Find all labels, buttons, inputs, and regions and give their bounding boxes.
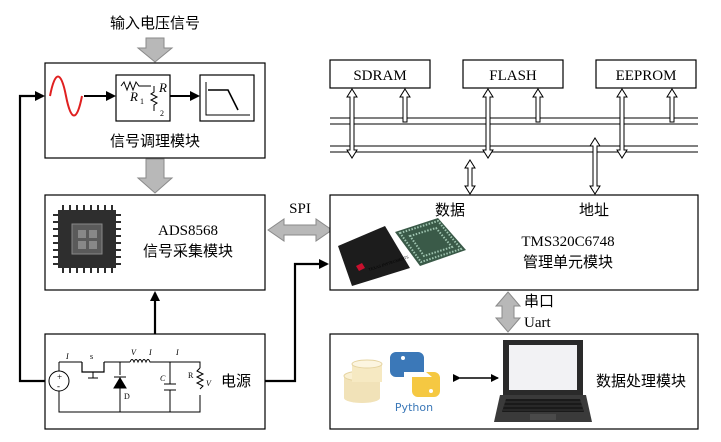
system-bus — [330, 117, 698, 153]
flash-data-connector — [482, 88, 494, 159]
dsp-data-bus-connector — [464, 159, 476, 195]
flash-label: FLASH — [489, 68, 537, 84]
lowpass-filter-box — [199, 74, 255, 122]
source-minus-mark: - — [57, 381, 60, 391]
power-to-dsp-arrow — [265, 259, 329, 383]
lowpass-curve-icon — [208, 89, 239, 111]
voltage-divider-box — [115, 74, 171, 122]
eeprom-block — [595, 59, 697, 89]
filter-axes-icon — [205, 82, 250, 116]
mark-i-in: I — [65, 352, 69, 361]
power-label: 电源 — [221, 373, 251, 390]
input-voltage-label: 输入电压信号 — [110, 15, 200, 32]
mark-i-o: I — [175, 348, 179, 357]
address-bus-label: 地址 — [579, 202, 609, 219]
r1-subscript: 1 — [140, 97, 144, 106]
source-plus-mark: + — [57, 372, 62, 382]
r2-subscript: 2 — [160, 109, 164, 118]
voltage-source-icon — [48, 370, 70, 392]
mark-diode: D — [124, 392, 130, 401]
mark-capacitor: C — [160, 374, 166, 383]
eeprom-addr-connector — [666, 88, 678, 123]
uart-double-arrow — [494, 291, 522, 333]
power-to-signal-arrow — [18, 91, 45, 383]
r2-label: R — [158, 80, 167, 95]
r1-label: R — [129, 89, 138, 104]
database-icon — [343, 359, 383, 403]
dsp-chip-name: TMS320C6748 — [521, 234, 614, 250]
eeprom-data-connector — [616, 88, 628, 159]
sdram-data-connector — [346, 88, 358, 159]
resistor-r1-icon — [120, 80, 151, 92]
flash-block — [462, 59, 564, 89]
mark-resistor: R — [188, 371, 194, 380]
uart-label-cn: 串口 — [524, 293, 554, 310]
dsp-chip-top-icon: TEXAS INSTRUMENTS — [338, 226, 410, 286]
signal-to-adc-gray-arrow — [136, 158, 174, 194]
mark-v-l: V — [131, 348, 137, 357]
mark-v-o: V — [206, 379, 212, 388]
sdram-label: SDRAM — [353, 68, 406, 84]
resistor-r2-icon — [149, 86, 159, 111]
buck-converter-schematic — [58, 359, 205, 413]
python-label: Python — [395, 401, 433, 414]
diode-icon — [113, 376, 127, 389]
dsp-address-bus-connector — [589, 137, 601, 195]
data-bus-label: 数据 — [435, 202, 465, 219]
dsp-block-label: 管理单元模块 — [523, 254, 613, 271]
flash-addr-connector — [532, 88, 544, 123]
data-processing-label: 数据处理模块 — [596, 373, 686, 390]
spi-double-arrow — [267, 218, 333, 242]
input-gray-arrow — [136, 37, 174, 63]
uart-label-en: Uart — [524, 315, 551, 331]
spi-label: SPI — [289, 201, 311, 217]
mark-switch: s — [90, 352, 93, 361]
sdram-block — [329, 59, 431, 89]
dsp-chip-bga-icon — [395, 218, 466, 266]
mark-i-l: I — [148, 348, 152, 357]
ads8568-chip-icon — [53, 205, 121, 273]
signal-block-label: 信号调理模块 — [110, 133, 200, 150]
adc-chip-name: ADS8568 — [158, 223, 218, 239]
laptop-icon — [494, 340, 592, 422]
adc-block-label: 信号采集模块 — [143, 243, 233, 260]
python-logo-icon — [390, 352, 440, 397]
eeprom-label: EEPROM — [616, 68, 677, 84]
power-supply-block — [44, 333, 266, 430]
sine-wave-icon — [49, 75, 83, 117]
sdram-addr-connector — [399, 88, 411, 123]
